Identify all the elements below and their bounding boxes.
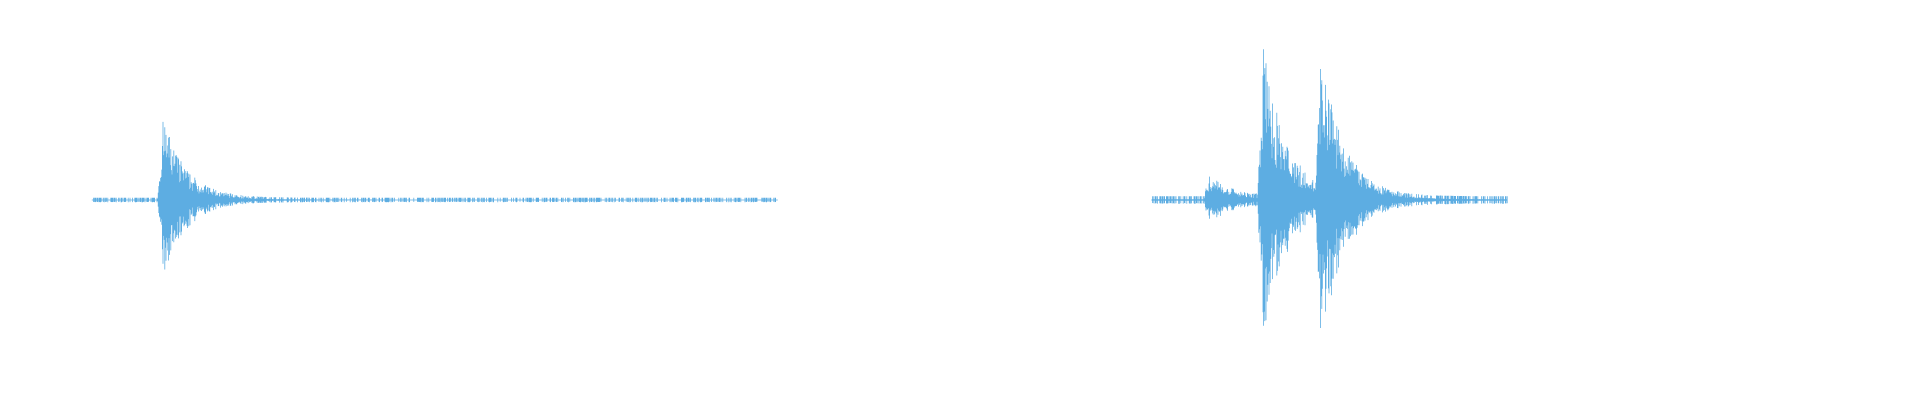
- waveform-strokes: [91, 49, 1508, 328]
- waveform-segment-1: [91, 121, 778, 270]
- waveform-segment-2: [1151, 49, 1508, 328]
